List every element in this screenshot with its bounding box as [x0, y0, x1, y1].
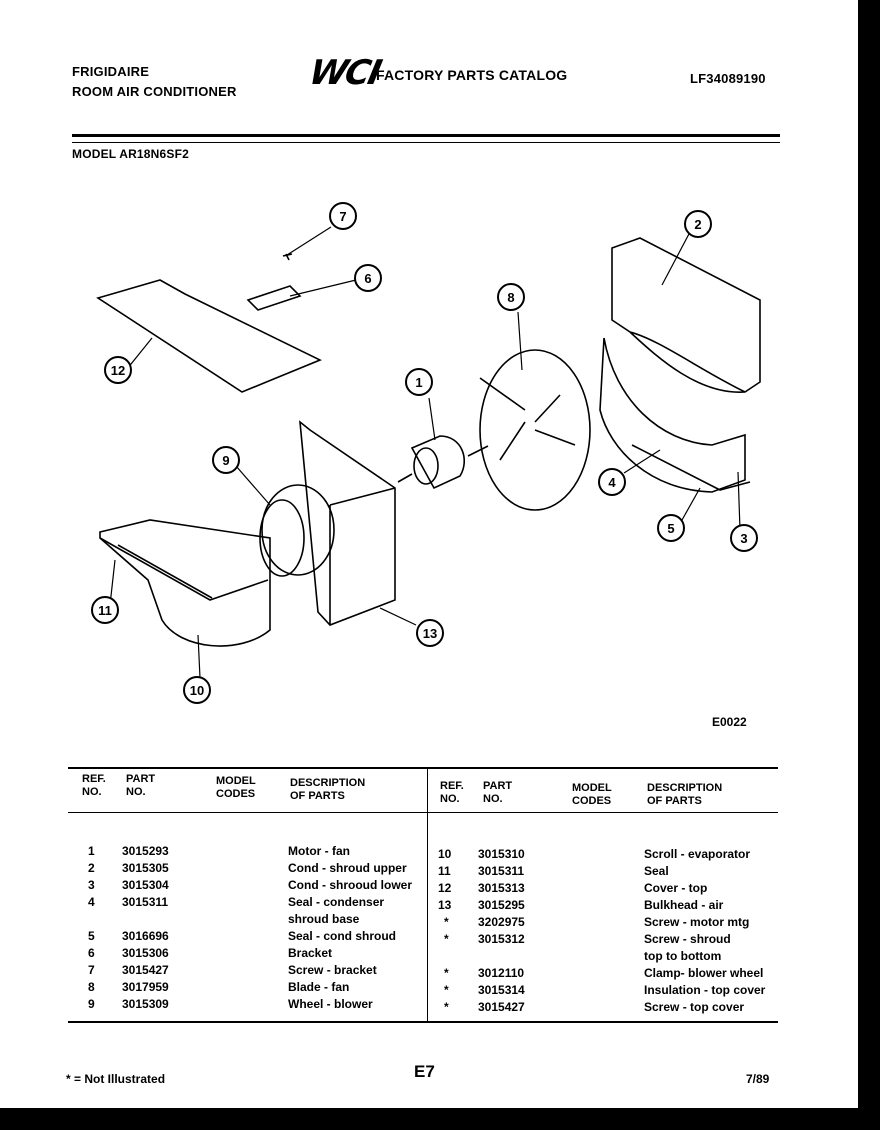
catalog-number: LF34089190	[690, 71, 766, 86]
page-frame-bottom	[0, 1108, 880, 1130]
callout-9: 9	[222, 453, 229, 468]
product-name: ROOM AIR CONDITIONER	[72, 84, 237, 99]
header-ref-no-right: REF.NO.	[440, 780, 464, 805]
seal-shape	[117, 544, 213, 599]
table-column-divider	[427, 768, 428, 1022]
page-frame-right	[858, 0, 880, 1130]
scroll-shape	[99, 519, 271, 647]
callout-2: 2	[694, 217, 701, 232]
callout-4: 4	[608, 475, 616, 490]
table-bottom-rule	[68, 1021, 778, 1023]
bulkhead-shape	[299, 420, 396, 626]
lower-shroud-shape	[599, 337, 746, 493]
callout-3: 3	[740, 531, 747, 546]
diagram-code: E0022	[712, 715, 747, 729]
wci-logo: WCI	[305, 53, 384, 93]
seal-strip-shape	[631, 444, 751, 491]
callout-7: 7	[339, 209, 346, 224]
callout-11: 11	[98, 603, 112, 618]
callout-5: 5	[667, 521, 674, 536]
parts-illustration: 7 6 12 2 1 8 9 4 5 3 11 10 13	[91, 202, 761, 704]
callout-13: 13	[423, 626, 437, 641]
brand-name: FRIGIDAIRE	[72, 64, 150, 79]
catalog-date: 7/89	[746, 1072, 770, 1086]
exploded-parts-diagram: 7 6 12 2 1 8 9 4 5 3 11 10 13	[0, 160, 858, 740]
top-cover-shape	[96, 279, 322, 393]
motor-shape	[410, 435, 465, 490]
header-rule	[72, 134, 780, 137]
header-ref-no: REF.NO.	[82, 773, 106, 798]
fan-blade-shape	[479, 349, 591, 511]
callout-12: 12	[111, 363, 125, 378]
upper-shroud-shape	[611, 237, 761, 393]
callout-10: 10	[190, 683, 204, 698]
page-number: E7	[414, 1062, 435, 1081]
header-rule-thin	[72, 142, 780, 143]
callout-1: 1	[415, 375, 422, 390]
model-number: MODEL AR18N6SF2	[72, 147, 190, 161]
callout-8: 8	[507, 290, 514, 305]
catalog-title: FACTORY PARTS CATALOG	[376, 67, 568, 83]
callout-6: 6	[364, 271, 371, 286]
table-top-rule	[68, 767, 778, 769]
blower-wheel-shape	[261, 484, 335, 576]
table-header-rule	[68, 812, 778, 813]
not-illustrated-note: * = Not Illustrated	[66, 1072, 166, 1086]
bracket-shape	[246, 285, 302, 311]
